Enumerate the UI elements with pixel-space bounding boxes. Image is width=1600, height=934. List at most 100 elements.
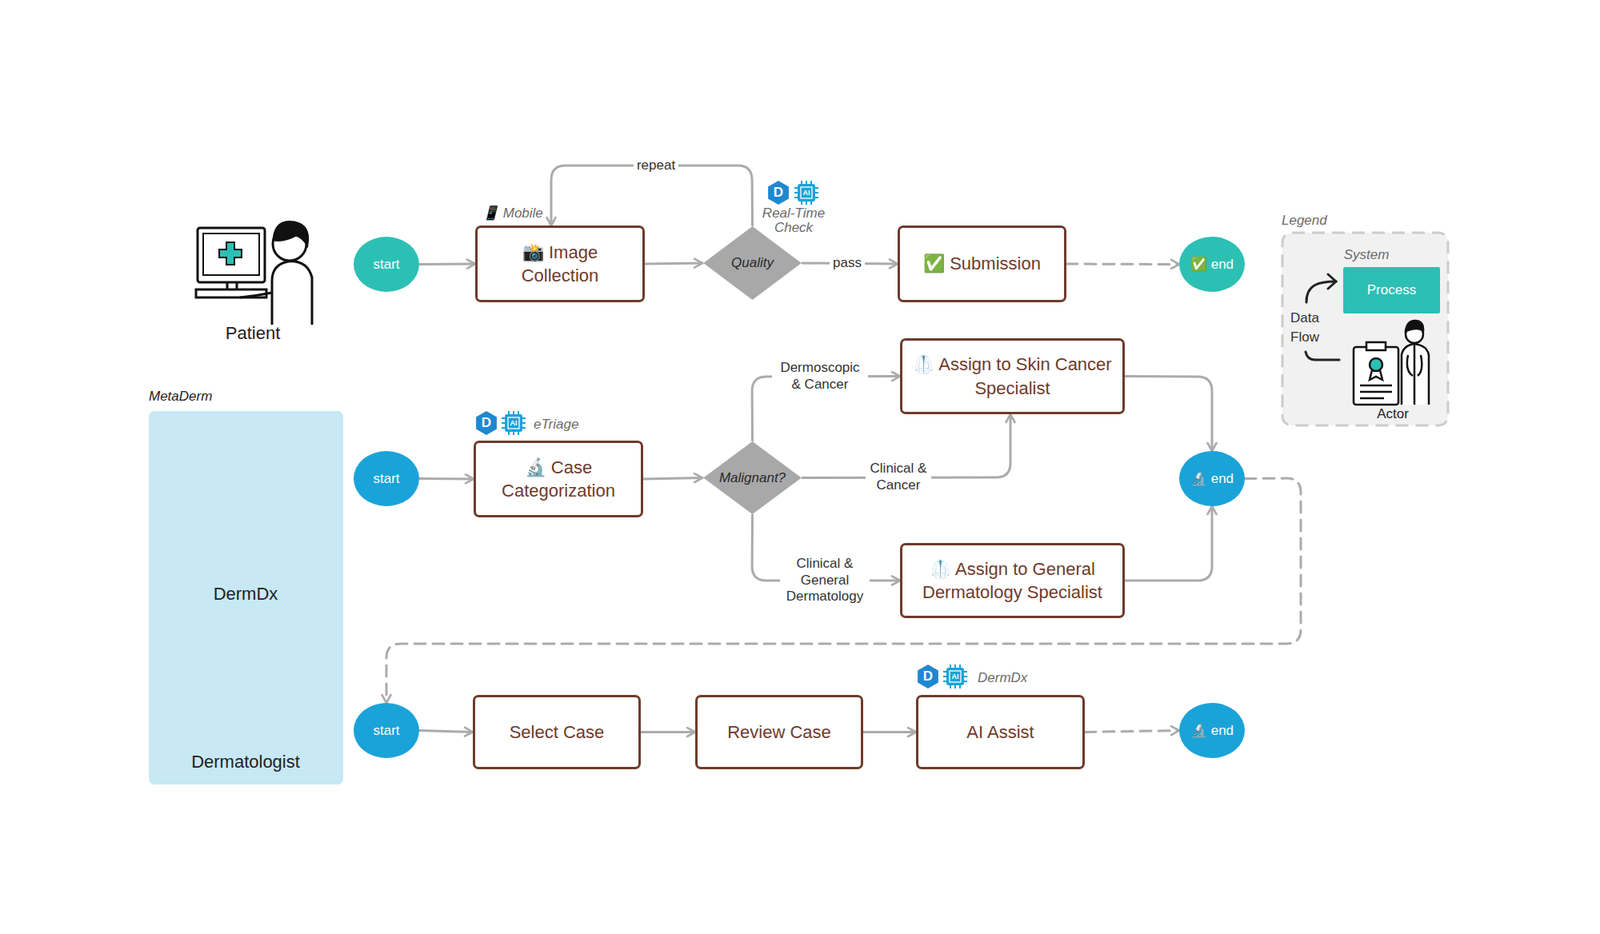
node-label: ✅ end [1190,256,1234,273]
process-box: DermDxAI Assist [916,695,1085,770]
badge-letter: AI [800,187,813,199]
badge-pins [501,411,526,436]
edge-label: repeat [633,156,679,176]
start-terminal: start [353,451,420,507]
node-heading: eTriage [533,417,630,432]
edge-label: Dermoscopic & Cancer [772,359,868,394]
badge-hexagon [767,180,790,206]
process-box: 🥼 Assign to Skin Cancer Specialist [900,338,1125,415]
badge-hexagon [475,410,498,436]
node-label: start [372,471,400,488]
end-terminal: 🔬 end [1179,451,1245,507]
ai-badge [470,407,535,440]
node-label: ✅ Submission [923,252,1041,276]
badge-chip-core [508,417,520,429]
patient-illustration-part [272,261,312,325]
process-box: Select Case [472,695,641,770]
patient-illustration-part [219,242,242,265]
ai-badge [912,660,976,693]
legend-text: Process [1367,282,1416,299]
edge-label: Clinical & General Dermatology [780,555,870,607]
actor-illustration-part [1353,347,1399,405]
badge-letter: D [920,668,936,685]
flow-connector [419,477,474,481]
node-label: start [372,723,400,740]
system-band: MetaDermDermDxDermatologist [148,411,344,785]
node-label: AI Assist [966,720,1034,744]
system-component: DermDx [171,436,320,607]
patient-illustration-part [273,221,308,245]
node-label: 🥼 Assign to General Dermatology Speciali… [910,557,1115,604]
flow-connector [1124,506,1212,581]
flow-connector [863,731,916,734]
actor-illustration-part [1413,344,1416,405]
node-heading: MetaDerm [148,389,277,404]
node-label: 🔬 end [1190,722,1234,740]
badge-chip [797,184,816,202]
node-label: DermDx [213,584,279,607]
actor-component: Dermatologist [165,617,326,775]
process-box: eTriage🔬 Case Categorization [473,440,644,518]
legend-frame-part [1282,232,1448,426]
badge-chip-core [949,671,961,683]
legend-title: Legend [1281,212,1362,229]
flow-connector [644,263,703,264]
badge-letter: AI [948,671,962,683]
node-heading: Real-Time Check [758,206,829,236]
node-label: 📸 Image Collection [485,240,635,288]
diamond-fill [703,226,802,300]
actor-illustration-part [1369,370,1383,380]
badge-chip [946,668,964,686]
node-heading: DermDx [977,671,1074,686]
process-box: ✅ Submission [897,225,1067,303]
patient-illustration-part [203,233,260,276]
legend-flow-symbol-part [1328,274,1336,289]
badge-letter: D [770,184,787,201]
legend-text: Data Flow [1283,308,1327,348]
flow-connector [419,731,473,733]
badge-chip [504,414,523,432]
dashed-connector [1066,263,1180,267]
edge-label: Clinical & Cancer [865,460,932,495]
end-terminal: 🔬 end [1179,703,1245,759]
badge-hexagon [916,664,940,690]
actor-label: Patient [204,323,301,344]
badge-letter: D [478,415,495,432]
node-label: Select Case [509,720,605,744]
flow-connector [419,263,476,267]
flow-connector [1124,376,1212,452]
badge-chip-core [800,187,812,199]
decision-diamond: Real-Time CheckQuality [702,225,803,301]
diamond-fill [703,441,802,515]
node-label: Dermatologist [191,752,300,775]
end-terminal: ✅ end [1179,236,1245,292]
legend-flow-symbol-part [1305,352,1340,360]
flow-connector [643,478,703,480]
process-box: 🥼 Assign to General Dermatology Speciali… [900,543,1125,619]
edge-label: pass [829,254,865,273]
actor-illustration [1353,320,1429,405]
actor-illustration-part [1366,342,1386,351]
ai-badge [762,176,827,209]
legend-group-label: System [1334,247,1399,264]
badge-pins [943,664,968,689]
actor-illustration-part [1405,320,1424,332]
legend-frame [1282,232,1448,426]
start-terminal: start [353,703,420,759]
actor-illustration-part [1360,385,1392,399]
node-label: 🔬 Case Categorization [484,456,633,503]
legend-swatch: Process [1343,267,1440,314]
start-terminal: start [353,236,420,292]
node-label: Review Case [727,720,832,744]
node-label: Malignant? [719,470,786,487]
node-label: 🔬 end [1190,470,1234,488]
dashed-connector [1084,731,1180,733]
patient-illustration-part [197,228,265,283]
actor-illustration-part [1401,344,1429,405]
flow-connector [640,731,696,734]
badge-letter: AI [507,417,520,429]
patient-illustration-part [240,292,272,298]
node-label: 🥼 Assign to Skin Cancer Specialist [910,352,1115,400]
actor-illustration-part [1369,358,1383,372]
process-box: 📱 Mobile📸 Image Collection [475,225,645,303]
